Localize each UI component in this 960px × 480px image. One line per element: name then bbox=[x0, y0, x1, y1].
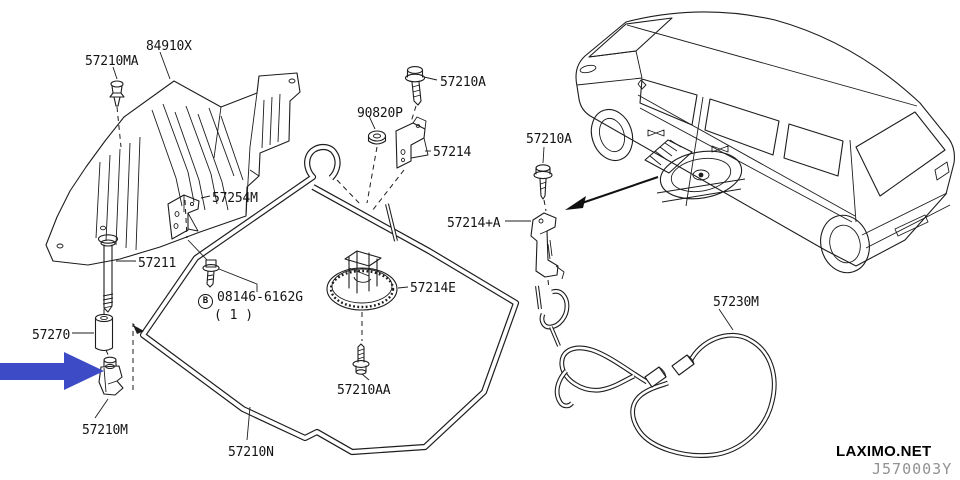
locator-arrow bbox=[565, 176, 659, 210]
part-label-57210A-right: 57210A bbox=[526, 132, 572, 147]
bolt-57210AA-drawing bbox=[352, 343, 370, 375]
clip-fastener-drawing bbox=[109, 80, 125, 107]
part-label-57254M: 57254M bbox=[212, 191, 258, 206]
diagram-code: J570003Y bbox=[872, 460, 953, 478]
bolt-quantity: ( 1 ) bbox=[214, 308, 254, 323]
assembly-dashed-lines bbox=[103, 105, 550, 390]
bolt-57210A-right-drawing bbox=[533, 164, 553, 200]
spare-tire-under-van bbox=[644, 129, 746, 203]
flange-bolt-drawing bbox=[202, 259, 220, 288]
frame-57210N-drawing bbox=[139, 143, 520, 456]
clamp-57210M-drawing bbox=[98, 356, 124, 396]
part-label-57230M: 57230M bbox=[713, 295, 759, 310]
bracket-57214A-drawing bbox=[530, 212, 565, 280]
bracket-57254M-drawing bbox=[167, 194, 200, 240]
bracket-57214-drawing bbox=[395, 116, 429, 169]
part-label-57210AA: 57210AA bbox=[337, 383, 391, 398]
label-leader-lines bbox=[72, 51, 734, 441]
part-label-57210MA: 57210MA bbox=[85, 54, 139, 69]
spacer-57270-drawing bbox=[94, 313, 114, 352]
part-label-57214A: 57214+A bbox=[447, 216, 501, 231]
bolt-57210A-top-drawing bbox=[404, 66, 426, 106]
van-illustration bbox=[575, 11, 955, 274]
part-label-57270: 57270 bbox=[32, 328, 71, 343]
circled-b-badge: B bbox=[198, 294, 213, 309]
highlight-arrow bbox=[0, 352, 104, 390]
spare-tire-cover-drawing bbox=[45, 72, 301, 266]
bolt-part-number: 08146-6162G bbox=[217, 290, 304, 305]
bolt-spec-callout: B 08146-6162G ( 1 ) bbox=[198, 291, 303, 323]
hook-end-drawing bbox=[535, 285, 570, 347]
part-label-57211: 57211 bbox=[138, 256, 177, 271]
strap-57230M-drawing bbox=[554, 333, 777, 458]
part-label-57210A-top: 57210A bbox=[440, 75, 486, 90]
clamp-57214E-drawing bbox=[326, 250, 398, 311]
watermark-text: LAXIMO.NET bbox=[836, 443, 932, 460]
part-label-57214: 57214 bbox=[433, 145, 472, 160]
part-label-57214E: 57214E bbox=[410, 281, 456, 296]
part-label-57210N: 57210N bbox=[228, 445, 274, 460]
part-label-90820P: 90820P bbox=[357, 106, 403, 121]
part-label-57210M: 57210M bbox=[82, 423, 128, 438]
bolt-57211-drawing bbox=[97, 234, 119, 313]
nut-90820P-drawing bbox=[367, 130, 387, 145]
part-label-84910X: 84910X bbox=[146, 39, 192, 54]
